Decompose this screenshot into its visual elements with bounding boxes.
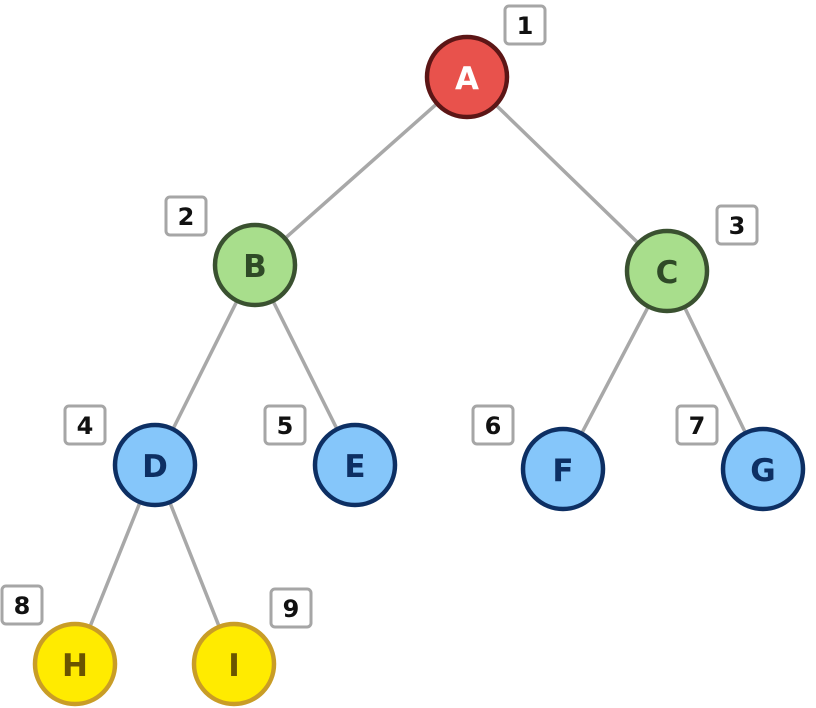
- order-badge-e: 5: [263, 404, 307, 446]
- order-badge-i: 9: [269, 587, 313, 629]
- edge-c-f: [579, 304, 651, 436]
- tree-node-c[interactable]: C: [624, 228, 710, 314]
- node-circle: [520, 426, 606, 512]
- order-badge-box: [63, 404, 107, 446]
- tree-node-f[interactable]: F: [520, 426, 606, 512]
- order-badge-c: 3: [715, 204, 759, 246]
- node-circle: [312, 422, 398, 508]
- order-badge-number: 2: [178, 203, 195, 231]
- order-badge-number: 3: [729, 212, 746, 240]
- order-badge-number: 4: [77, 412, 94, 440]
- order-badge-box: [503, 4, 547, 46]
- edge-a-b: [283, 101, 439, 241]
- order-badge-box: [263, 404, 307, 446]
- edge-d-i: [168, 500, 221, 629]
- order-badge-h: 8: [0, 584, 44, 626]
- nodes-layer: A B C D E F G H I: [32, 34, 806, 707]
- tree-node-i[interactable]: I: [191, 621, 277, 707]
- order-badge-number: 5: [277, 412, 294, 440]
- node-label: C: [656, 255, 679, 291]
- order-badge-box: [164, 195, 208, 237]
- order-badge-number: 6: [485, 412, 502, 440]
- order-badge-g: 7: [675, 404, 719, 446]
- node-label: H: [62, 648, 88, 684]
- node-circle: [112, 422, 198, 508]
- tree-node-h[interactable]: H: [32, 621, 118, 707]
- node-label: F: [552, 453, 573, 489]
- tree-node-a[interactable]: A: [424, 34, 510, 120]
- node-label: B: [243, 249, 267, 285]
- edge-d-h: [88, 500, 142, 629]
- node-label: E: [344, 449, 365, 485]
- tree-node-d[interactable]: D: [112, 422, 198, 508]
- node-label: A: [455, 61, 479, 97]
- edge-b-e: [271, 299, 339, 431]
- order-badge-b: 2: [164, 195, 208, 237]
- edge-b-d: [171, 299, 239, 431]
- node-label: G: [750, 453, 775, 489]
- node-circle: [32, 621, 118, 707]
- order-badge-box: [269, 587, 313, 629]
- tree-node-e[interactable]: E: [312, 422, 398, 508]
- order-badge-number: 7: [689, 412, 706, 440]
- node-circle: [212, 222, 298, 308]
- edge-a-c: [493, 103, 641, 245]
- order-badges-layer: 1 2 3 4 5 6 7 8 9: [0, 4, 759, 629]
- node-label: I: [228, 648, 240, 684]
- node-circle: [624, 228, 710, 314]
- order-badge-number: 1: [517, 12, 534, 40]
- order-badge-box: [715, 204, 759, 246]
- order-badge-f: 6: [471, 404, 515, 446]
- order-badge-number: 9: [283, 595, 300, 623]
- edges-layer: [88, 101, 748, 629]
- node-circle: [191, 621, 277, 707]
- tree-node-g[interactable]: G: [720, 426, 806, 512]
- node-circle: [720, 426, 806, 512]
- order-badge-d: 4: [63, 404, 107, 446]
- order-badge-a: 1: [503, 4, 547, 46]
- order-badge-box: [0, 584, 44, 626]
- edge-c-g: [682, 305, 748, 435]
- order-badge-box: [471, 404, 515, 446]
- node-circle: [424, 34, 510, 120]
- order-badge-box: [675, 404, 719, 446]
- tree-node-b[interactable]: B: [212, 222, 298, 308]
- order-badge-number: 8: [14, 592, 31, 620]
- node-label: D: [142, 449, 168, 485]
